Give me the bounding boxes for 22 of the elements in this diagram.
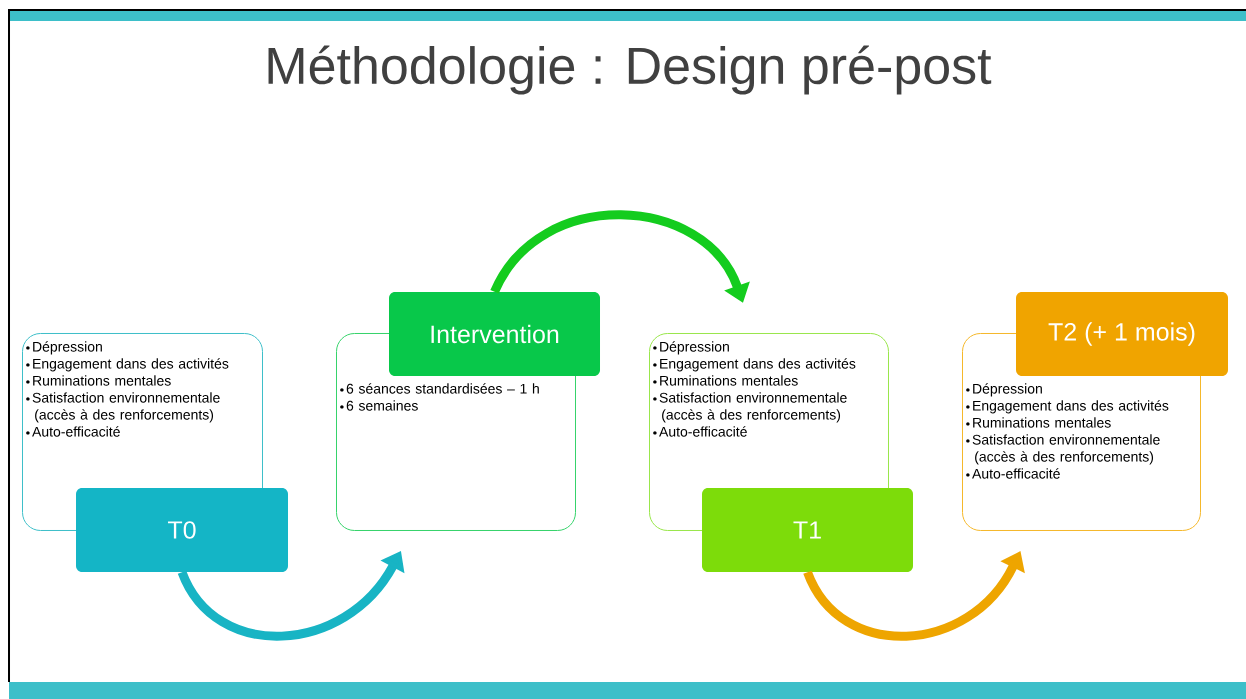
bullet-item: 6 semaines — [340, 400, 418, 411]
stage-box: Intervention — [389, 292, 600, 376]
stage-box: T0 — [76, 488, 288, 572]
bullet-item: Satisfaction environnementale (accès à des renforcements) — [26, 392, 220, 423]
stage-box: T2 (+ 1 mois) — [1016, 292, 1228, 376]
bullet-item: Ruminations mentales — [26, 375, 171, 386]
bullet-item: Ruminations mentales — [966, 417, 1111, 428]
bullet-item: 6 séances standardisées – 1 h — [340, 383, 539, 394]
bullet-item: Engagement dans des activités — [653, 358, 856, 372]
bullet-item: Dépression — [653, 341, 729, 355]
bullet-item: Engagement dans des activités — [26, 358, 229, 372]
bullet-item: Ruminations mentales — [653, 375, 798, 386]
bullet-item: Auto-efficacité — [966, 468, 1060, 479]
title: Méthodologie : Design pré-post — [268, 45, 992, 95]
bullet-item: Auto-efficacité — [653, 426, 747, 437]
stage-box: T1 — [702, 488, 913, 572]
bullet-item: Auto-efficacité — [26, 426, 120, 437]
bullet-item: Satisfaction environnementale (accès à des renforcements) — [653, 392, 847, 423]
bullet-item: Dépression — [26, 341, 102, 355]
bullet-item: Dépression — [966, 383, 1042, 397]
bullet-item: Engagement dans des activités — [966, 400, 1169, 414]
bullet-item: Satisfaction environnementale (accès à des renforcements) — [966, 434, 1160, 465]
